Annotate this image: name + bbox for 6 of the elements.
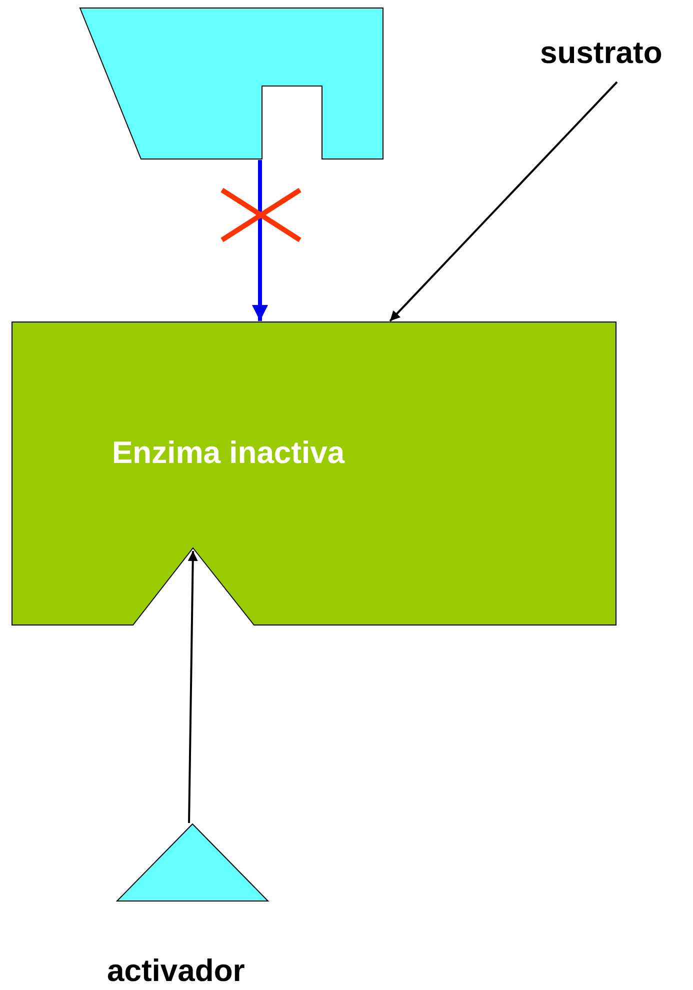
arrow xyxy=(188,550,198,824)
enzyme-label: Enzima inactiva xyxy=(112,435,345,471)
node-label: activador xyxy=(107,953,245,989)
callout-label: sustrato xyxy=(540,35,662,71)
arrow xyxy=(389,81,618,322)
arrow xyxy=(252,160,268,321)
